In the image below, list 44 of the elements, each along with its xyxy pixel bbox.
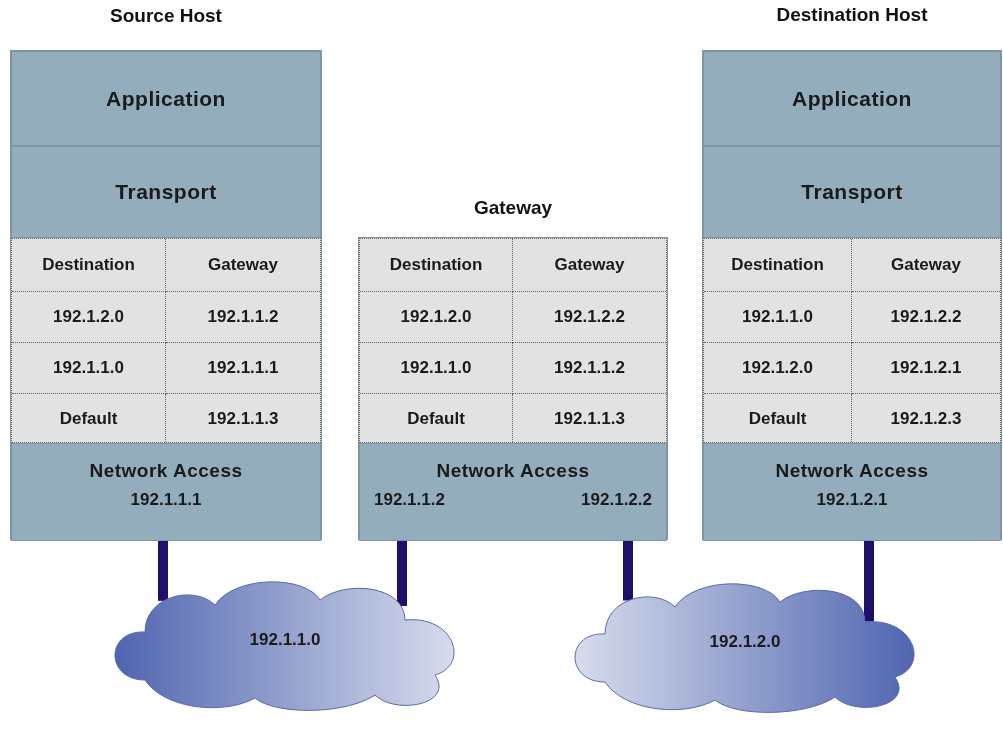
layer-name: Network Access — [89, 460, 243, 482]
table-header: Destination — [12, 239, 166, 292]
table-header: Gateway — [166, 239, 320, 292]
network-link — [623, 541, 633, 601]
table-cell: 192.1.1.2 — [166, 292, 320, 343]
network-address: 192.1.2.0 — [708, 632, 782, 652]
protocol-layer: Transport — [703, 146, 1001, 238]
table-cell: 192.1.1.2 — [513, 343, 666, 394]
ip-address: 192.1.2.1 — [815, 490, 889, 510]
ip-address: 192.1.1.1 — [129, 490, 203, 510]
table-header: Destination — [704, 239, 852, 292]
network-address: 192.1.1.0 — [248, 630, 322, 650]
ip-address: 192.1.1.2 — [373, 490, 446, 510]
host-heading: Source Host — [109, 5, 223, 27]
protocol-layer: Transport — [11, 146, 321, 238]
ip-address: 192.1.2.2 — [580, 490, 653, 510]
host-heading: Destination Host — [775, 4, 929, 26]
table-cell-text: 192.1.1.3 — [553, 408, 626, 430]
network-link — [397, 541, 407, 606]
network-access-layer — [359, 443, 667, 541]
table-cell-text: 192.1.2.3 — [889, 408, 963, 430]
table-cell: 192.1.1.0 — [12, 343, 166, 394]
network-access-layer — [703, 443, 1001, 541]
table-cell: 192.1.2.2 — [852, 292, 1000, 343]
layer-name: Network Access — [775, 460, 929, 482]
table-cell: 192.1.2.0 — [704, 343, 852, 394]
table-cell: 192.1.2.0 — [12, 292, 166, 343]
table-cell: 192.1.1.0 — [360, 343, 513, 394]
network-link — [864, 541, 874, 622]
table-cell: 192.1.2.1 — [852, 343, 1000, 394]
table-header: Destination — [360, 239, 513, 292]
network-access-layer — [11, 443, 321, 541]
table-cell-text: 192.1.1.3 — [206, 408, 280, 430]
table-cell: 192.1.1.1 — [166, 343, 320, 394]
table-cell: 192.1.1.0 — [704, 292, 852, 343]
table-header: Gateway — [852, 239, 1000, 292]
table-cell: 192.1.2.2 — [513, 292, 666, 343]
host-heading: Gateway — [472, 197, 554, 219]
layer-name: Network Access — [436, 460, 590, 482]
table-header: Gateway — [513, 239, 666, 292]
protocol-layer: Application — [703, 51, 1001, 146]
network-link — [158, 541, 168, 601]
table-cell: 192.1.2.0 — [360, 292, 513, 343]
protocol-layer: Application — [11, 51, 321, 146]
